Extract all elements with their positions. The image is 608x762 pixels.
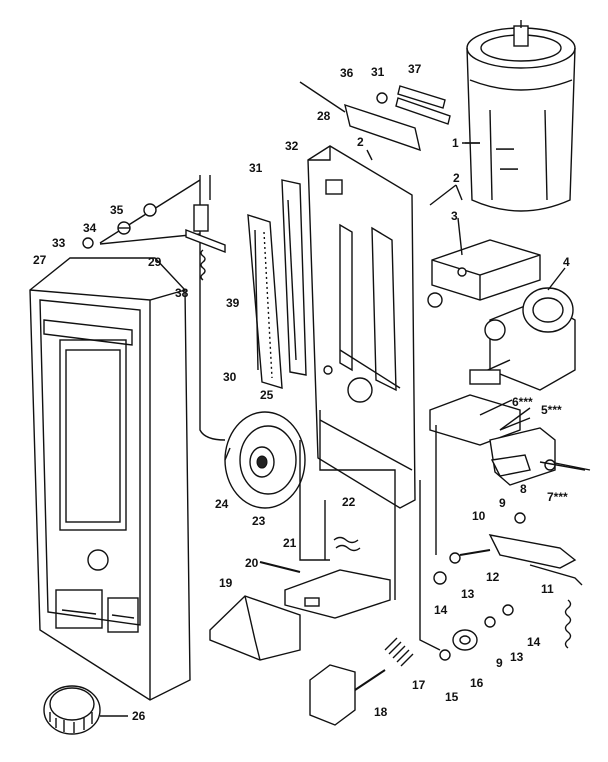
callout-12: 12	[486, 570, 500, 584]
callout-27: 27	[33, 253, 47, 267]
knob-part	[43, 685, 128, 735]
callout-29: 29	[148, 255, 162, 269]
callout-4: 4	[563, 255, 570, 269]
callout-35: 35	[110, 203, 124, 217]
callout-38: 38	[175, 286, 189, 300]
callout-30: 30	[223, 370, 237, 384]
callout-3: 3	[451, 209, 458, 223]
callout-28: 28	[317, 109, 331, 123]
callout-9a: 9	[499, 496, 506, 510]
front-cabinet-part	[29, 257, 191, 701]
main-chassis-part	[307, 145, 416, 509]
callout-34: 34	[83, 221, 97, 235]
spring-button-parts	[309, 637, 414, 726]
callout-39: 39	[226, 296, 240, 310]
screw-bushing-parts	[82, 203, 157, 249]
callout-7: 7***	[547, 490, 568, 504]
callout-9b: 9	[496, 656, 503, 670]
callout-31a: 31	[249, 161, 263, 175]
bracket-spring-parts	[185, 204, 226, 281]
small-hardware-parts	[433, 454, 586, 661]
callout-13a: 13	[461, 587, 475, 601]
callout-11: 11	[541, 582, 554, 596]
callout-23: 23	[252, 514, 266, 528]
svg-text:▬▬▬: ▬▬▬	[496, 146, 514, 152]
narrow-plate-part	[281, 179, 307, 376]
top-bracket-parts	[344, 85, 451, 152]
callout-13b: 13	[510, 650, 524, 664]
callout-20: 20	[245, 556, 259, 570]
callout-22: 22	[342, 495, 356, 509]
callout-26: 26	[132, 709, 146, 723]
indicator-plate-part	[247, 214, 283, 389]
pedal-part	[209, 595, 301, 661]
callout-18: 18	[374, 705, 388, 719]
lower-bracket-parts	[259, 536, 391, 619]
callout-32: 32	[285, 139, 299, 153]
callout-8: 8	[520, 482, 527, 496]
callout-37: 37	[408, 62, 422, 76]
drum-part	[224, 411, 306, 509]
motor-assembly-parts	[427, 239, 576, 391]
callout-5: 5***	[541, 403, 562, 417]
callout-2b: 2	[453, 171, 460, 185]
canister-part: ▬▬▬ ▬▬▬	[465, 20, 576, 212]
callout-19: 19	[219, 576, 233, 590]
callout-31b: 31	[371, 65, 385, 79]
callout-10: 10	[472, 509, 486, 523]
callout-16: 16	[470, 676, 484, 690]
callout-24: 24	[215, 497, 229, 511]
callout-2a: 2	[357, 135, 364, 149]
svg-text:▬▬▬: ▬▬▬	[500, 166, 518, 172]
callout-36: 36	[340, 66, 354, 80]
callout-33: 33	[52, 236, 66, 250]
callout-14a: 14	[434, 603, 448, 617]
callout-6: 6***	[512, 395, 533, 409]
callout-14b: 14	[527, 635, 541, 649]
callout-1: 1	[452, 136, 459, 150]
callout-17: 17	[412, 678, 426, 692]
callout-25: 25	[260, 388, 274, 402]
callout-21: 21	[283, 536, 297, 550]
leader-lines	[299, 81, 566, 431]
callout-15: 15	[445, 690, 459, 704]
